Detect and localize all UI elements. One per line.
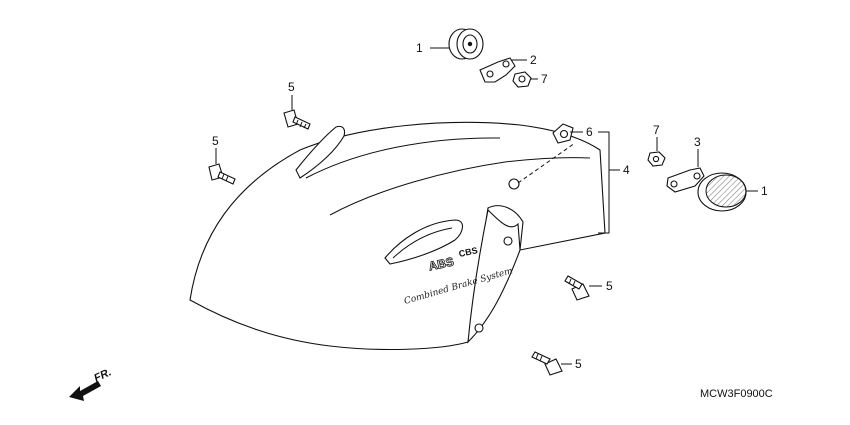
callout-6: 6 <box>586 125 593 139</box>
abs-logo-decal: ABS CBS <box>427 245 479 274</box>
cbs-logo-text: CBS <box>458 245 479 259</box>
callout-7-right: 7 <box>653 123 660 137</box>
nut-right <box>647 151 666 167</box>
reflector-top <box>448 28 484 60</box>
callout-5-upper: 5 <box>288 80 295 94</box>
front-direction-label: FR. <box>92 366 113 384</box>
reflector-stay-left <box>479 57 516 83</box>
callout-5-bottom: 5 <box>575 357 582 371</box>
callout-1-top: 1 <box>416 41 423 55</box>
callout-4: 4 <box>623 163 630 177</box>
callout-5-lower-right: 5 <box>606 279 613 293</box>
bolt-lower-right <box>564 275 590 301</box>
callout-5-left: 5 <box>212 134 219 148</box>
reflector-stay-right <box>666 167 705 193</box>
callout-1-right: 1 <box>761 184 768 198</box>
bolt-bottom <box>531 351 563 376</box>
front-direction-arrow <box>69 381 101 401</box>
reflector-right <box>697 172 747 212</box>
fender-clip <box>552 123 574 144</box>
callout-2: 2 <box>530 53 537 67</box>
front-fender <box>189 121 606 351</box>
nut-top <box>512 71 532 88</box>
callout-3: 3 <box>694 135 701 149</box>
abs-logo-text: ABS <box>427 254 455 273</box>
bolt-left <box>208 163 236 185</box>
diagram-code: MCW3F0900C <box>700 388 773 400</box>
callout-7-top: 7 <box>541 72 548 86</box>
bolt-upper-mid <box>283 109 311 130</box>
